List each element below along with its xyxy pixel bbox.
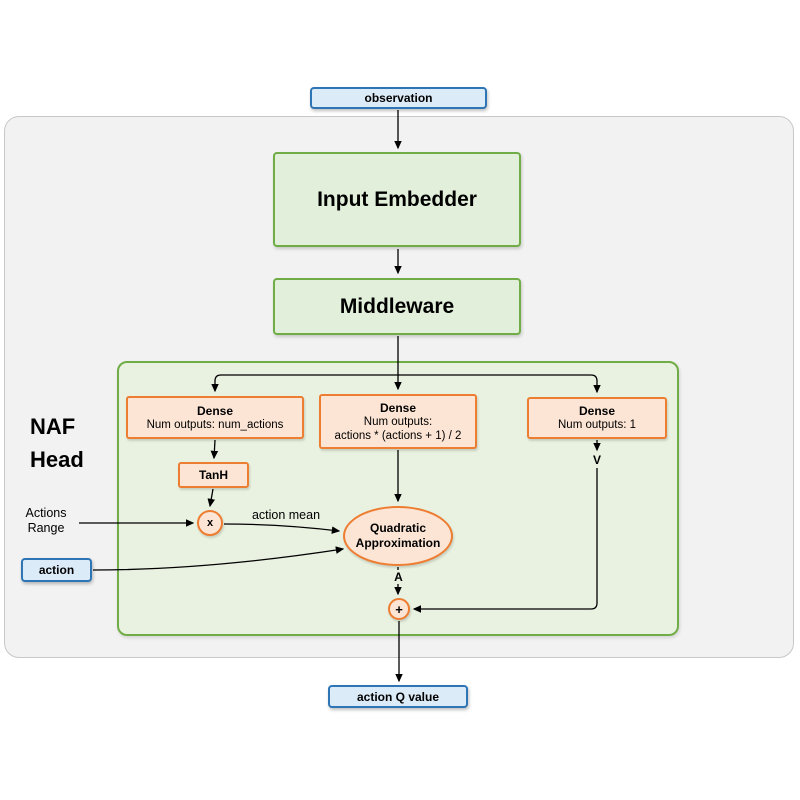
node-dense-lower-triangular-subtitle1: Num outputs:: [363, 415, 433, 428]
naf-head-title: NAF Head: [30, 410, 84, 476]
node-observation: observation: [310, 87, 487, 109]
naf-head-title-line2: Head: [30, 447, 84, 472]
state-value-label: V: [590, 453, 604, 467]
node-dense-lower-triangular-title: Dense: [379, 400, 417, 415]
node-dense-actions: Dense Num outputs: num_actions: [126, 396, 304, 439]
node-dense-lower-triangular-subtitle2: actions * (actions + 1) / 2: [334, 429, 462, 442]
node-dense-actions-title: Dense: [196, 403, 234, 418]
node-quadratic-approximation-line2: Approximation: [355, 536, 441, 550]
node-dense-actions-subtitle: Num outputs: num_actions: [146, 418, 284, 431]
action-mean-label: action mean: [251, 508, 321, 522]
actions-range-label-line2: Range: [27, 521, 65, 535]
node-middleware: Middleware: [273, 278, 521, 335]
node-dense-value-title: Dense: [578, 404, 616, 418]
node-action: action: [21, 558, 92, 582]
node-tanh-label: TanH: [198, 468, 229, 482]
actions-range-label-line1: Actions: [25, 506, 67, 520]
naf-head-title-line1: NAF: [30, 414, 76, 439]
node-dense-value: Dense Num outputs: 1: [527, 397, 667, 439]
node-input-embedder: Input Embedder: [273, 152, 521, 247]
advantage-label: A: [391, 570, 406, 584]
node-tanh: TanH: [178, 462, 249, 488]
actions-range-label: Actions Range: [14, 506, 78, 536]
node-dense-value-subtitle: Num outputs: 1: [558, 419, 636, 431]
node-quadratic-approximation: Quadratic Approximation: [343, 506, 453, 566]
multiply-node: x: [197, 510, 223, 536]
node-action-q-value: action Q value: [328, 685, 468, 708]
add-node: +: [388, 598, 410, 620]
node-dense-lower-triangular: Dense Num outputs: actions * (actions + …: [319, 394, 477, 449]
node-quadratic-approximation-line1: Quadratic: [369, 521, 426, 535]
